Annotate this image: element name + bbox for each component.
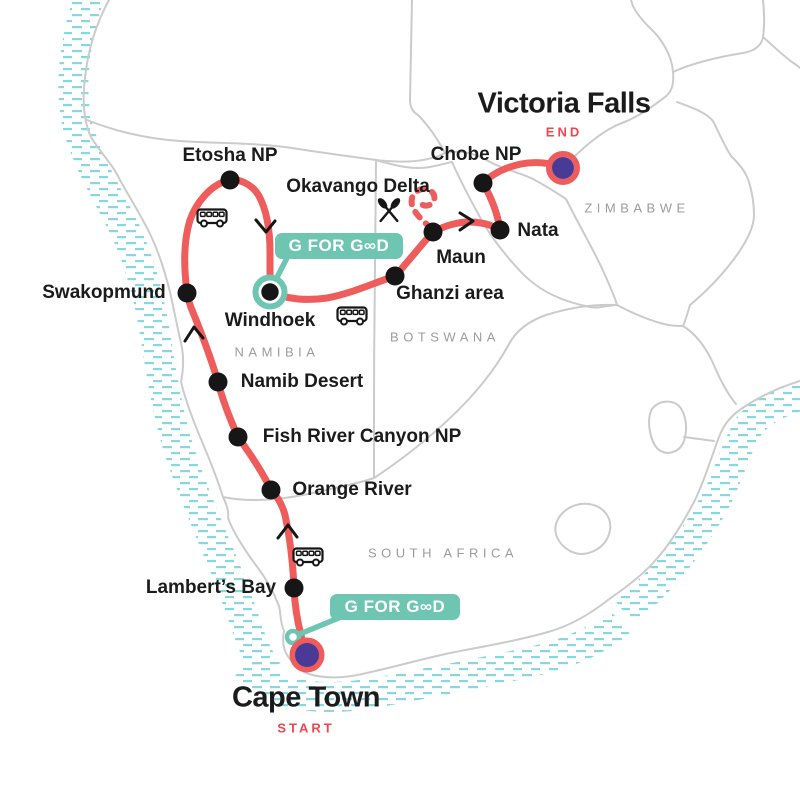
label-okavango-delta: Okavango Delta	[286, 176, 430, 197]
label-etosha-np: Etosha NP	[182, 145, 278, 166]
country-label-zimbabwe: ZIMBABWE	[584, 200, 690, 216]
label-namib-desert: Namib Desert	[240, 371, 364, 392]
border-eswatini	[648, 400, 688, 454]
g-for-good-stem-cape-town	[293, 614, 343, 639]
stop-marker-nata	[490, 220, 510, 240]
country-label-botswana: BOTSWANA	[390, 329, 500, 345]
border-caprivi-south	[375, 159, 453, 170]
bus-icon	[196, 208, 228, 228]
border-southafrica-botswana	[373, 303, 618, 479]
g-for-good-badge-windhoek: G FOR G∞D	[275, 233, 403, 259]
border-zimbabwe-botswana	[451, 161, 618, 309]
paddles-icon	[374, 195, 404, 225]
bus-icon	[336, 306, 368, 326]
border-angola-zambia	[409, 0, 446, 154]
border-zambezi-river	[444, 150, 618, 306]
start-marker-cape-town	[289, 637, 325, 673]
border-orange-river	[222, 477, 375, 501]
label-lamberts-bay: Lambert’s Bay	[145, 577, 277, 598]
stop-marker-orange-river	[261, 480, 281, 500]
label-swakopmund: Swakopmund	[42, 282, 166, 303]
coastline	[82, 0, 800, 679]
stop-marker-lamberts-bay	[284, 578, 304, 598]
g-for-good-point-cape-town	[284, 628, 302, 646]
route-direction-chevron-down-windhoek	[254, 218, 277, 234]
stop-marker-namib-desert	[208, 372, 228, 392]
ocean-hatch-south	[232, 610, 630, 712]
stop-marker-swakopmund	[177, 283, 197, 303]
route-direction-chevron-north-lamberts	[276, 523, 299, 540]
border-eswatini-coast	[683, 436, 715, 442]
stop-marker-chobe	[473, 173, 493, 193]
label-chobe-np: Chobe NP	[430, 144, 522, 165]
label-victoria-falls: Victoria Falls	[477, 87, 652, 120]
okavango-excursion-dashed-route	[408, 185, 438, 231]
border-namibia-angola	[86, 119, 446, 163]
route-direction-chevron-east-nata	[458, 211, 475, 232]
stop-marker-ghanzi	[385, 266, 405, 286]
border-zambezi-northeast	[562, 0, 675, 169]
label-windhoek: Windhoek	[224, 310, 316, 331]
g-for-good-badge-cape-town: G FOR G∞D	[330, 594, 460, 620]
stop-marker-fish-river	[228, 427, 248, 447]
route-direction-chevron-north-namib	[183, 325, 205, 343]
label-cape-town: Cape Town	[231, 681, 381, 714]
border-zimbabwe-mozambique	[676, 101, 755, 327]
country-label-namibia: NAMIBIA	[234, 344, 320, 360]
bus-icon	[292, 547, 324, 567]
stop-marker-maun	[423, 222, 443, 242]
stop-marker-windhoek	[252, 274, 288, 310]
label-ghanzi-area: Ghanzi area	[396, 283, 504, 304]
border-namibia-botswana	[373, 161, 377, 479]
label-orange-river: Orange River	[292, 479, 412, 500]
country-label-south-africa: SOUTH AFRICA	[367, 545, 519, 561]
end-tag: END	[545, 124, 583, 140]
label-maun: Maun	[436, 247, 486, 268]
ocean-hatch-east	[614, 380, 800, 624]
border-limpopo	[616, 304, 737, 405]
country-borders	[82, 0, 800, 679]
start-tag: START	[277, 720, 335, 736]
end-marker-victoria-falls	[546, 151, 580, 185]
label-nata: Nata	[517, 220, 559, 241]
border-ne-branch	[762, 36, 800, 69]
ocean-hatch-west	[58, 0, 281, 681]
stop-markers	[177, 170, 510, 598]
label-fish-river-canyon: Fish River Canyon NP	[262, 426, 462, 447]
border-lesotho	[554, 502, 612, 555]
border-zambia-mozambique	[672, 0, 766, 73]
stop-marker-etosha	[220, 170, 240, 190]
